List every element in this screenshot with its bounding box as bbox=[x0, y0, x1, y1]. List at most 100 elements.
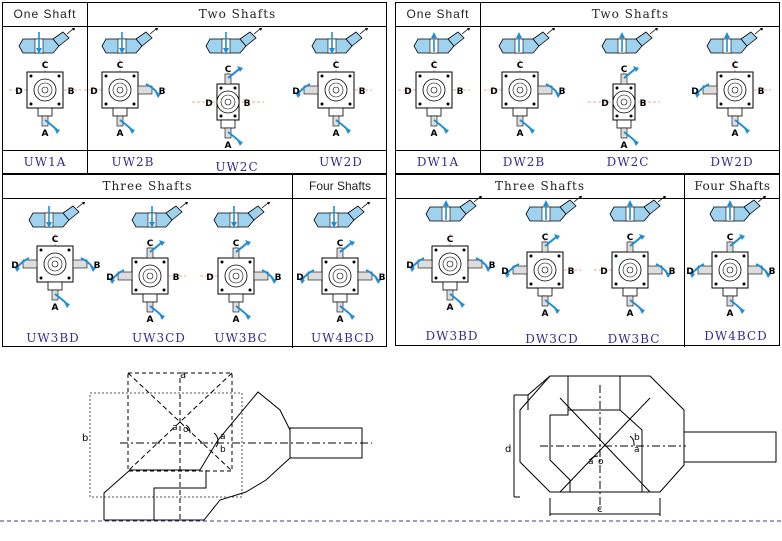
dw-four-shafts-header: Four Shafts bbox=[685, 175, 780, 199]
shaft-label-b: B bbox=[568, 267, 575, 277]
dim-label-o-right: o bbox=[598, 457, 604, 467]
shaft-label-d: D bbox=[106, 273, 113, 283]
divider bbox=[87, 3, 88, 175]
shaft-label-c: C bbox=[147, 239, 154, 249]
shaft-label-b: B bbox=[159, 87, 166, 97]
shaft-label-b: B bbox=[94, 261, 101, 271]
dw-three-shafts-header: Three Shafts bbox=[396, 175, 684, 199]
motion-symbol-7 bbox=[313, 202, 370, 228]
shaft-label-d: D bbox=[600, 267, 607, 277]
dim-label-c: c bbox=[597, 504, 603, 515]
shaft-label-a: A bbox=[333, 129, 340, 139]
motion-symbol-8 bbox=[413, 28, 470, 54]
shaft-label-b: B bbox=[640, 99, 647, 109]
shaft-label-a: A bbox=[233, 315, 240, 325]
divider bbox=[292, 175, 293, 348]
shaft-label-b: B bbox=[68, 87, 75, 97]
motion-symbol-1 bbox=[101, 28, 158, 54]
uw-one-shaft-header: One Shaft bbox=[3, 3, 87, 27]
shaft-label-c: C bbox=[517, 61, 524, 71]
shaft-label-d: D bbox=[406, 261, 413, 271]
shaft-label-a: A bbox=[447, 303, 454, 313]
shaft-label-b: B bbox=[457, 87, 464, 97]
shaft-label-d: D bbox=[205, 99, 212, 109]
motion-symbol-0 bbox=[18, 28, 75, 54]
motion-symbol-5 bbox=[131, 202, 188, 228]
motion-symbol-9 bbox=[498, 28, 555, 54]
shaft-label-c: C bbox=[233, 239, 240, 249]
shaft-label-c: C bbox=[337, 239, 344, 249]
shaft-label-b: B bbox=[559, 87, 566, 97]
motion-symbol-13 bbox=[525, 196, 582, 222]
gearbox-3: A C B D bbox=[292, 60, 372, 139]
dim-label-b-right: b bbox=[634, 433, 640, 443]
code-uw4bcd: UW4BCD bbox=[311, 331, 375, 345]
shaft-label-d: D bbox=[292, 87, 299, 97]
left-dimension-drawing bbox=[89, 372, 372, 521]
motion-symbol-3 bbox=[311, 28, 368, 54]
dim-label-a-right: a bbox=[588, 457, 594, 467]
shaft-label-b: B bbox=[275, 273, 282, 283]
dw-two-shafts-header: Two Shafts bbox=[481, 3, 780, 27]
shaft-label-c: C bbox=[42, 61, 49, 71]
shaft-label-a: A bbox=[732, 129, 739, 139]
motion-symbol-6 bbox=[213, 202, 270, 228]
dim-label-a2: a bbox=[220, 432, 226, 442]
shaft-label-c: C bbox=[732, 61, 739, 71]
shaft-label-d: D bbox=[15, 87, 22, 97]
shaft-label-a: A bbox=[542, 309, 549, 319]
shaft-label-c: C bbox=[117, 61, 124, 71]
shaft-label-c: C bbox=[621, 65, 628, 75]
motion-symbol-2 bbox=[205, 28, 262, 54]
uw-three-shafts-header: Three Shafts bbox=[3, 175, 292, 199]
shaft-label-d: D bbox=[490, 87, 497, 97]
motion-symbol-4 bbox=[28, 202, 85, 228]
shaft-label-c: C bbox=[333, 61, 340, 71]
shaft-label-a: A bbox=[431, 129, 438, 139]
shaft-label-c: C bbox=[447, 235, 454, 245]
dim-label-d: d bbox=[505, 444, 511, 455]
code-uw3bc: UW3BC bbox=[214, 331, 268, 345]
shaft-label-b: B bbox=[244, 99, 251, 109]
code-uw1a: UW1A bbox=[23, 155, 67, 169]
shaft-label-c: C bbox=[542, 233, 549, 243]
dim-label-b: b bbox=[82, 433, 88, 444]
code-uw2d: UW2D bbox=[319, 155, 363, 169]
shaft-label-a: A bbox=[337, 315, 344, 325]
divider bbox=[684, 175, 685, 347]
shaft-label-a: A bbox=[727, 309, 734, 319]
shaft-label-d: D bbox=[601, 99, 608, 109]
code-uw2b: UW2B bbox=[111, 155, 155, 169]
shaft-label-c: C bbox=[627, 233, 634, 243]
shaft-label-a: A bbox=[52, 303, 59, 313]
code-dw4bcd: DW4BCD bbox=[704, 329, 768, 343]
dim-label-a: a bbox=[180, 370, 186, 381]
dim-label-b1: b bbox=[220, 445, 226, 455]
motion-symbol-10 bbox=[601, 28, 658, 54]
code-dw1a: DW1A bbox=[416, 155, 460, 169]
right-dimension-drawing bbox=[513, 375, 777, 516]
dim-label-o: o bbox=[183, 425, 189, 435]
shaft-label-a: A bbox=[627, 309, 634, 319]
divider bbox=[480, 3, 481, 175]
code-uw3bd: UW3BD bbox=[26, 331, 80, 345]
shaft-label-d: D bbox=[206, 273, 213, 283]
code-uw3cd: UW3CD bbox=[132, 331, 186, 345]
shaft-label-b: B bbox=[359, 87, 366, 97]
dw-one-shaft-header: One Shaft bbox=[396, 3, 480, 27]
uw-two-shafts-header: Two Shafts bbox=[88, 3, 387, 27]
motion-symbol-12 bbox=[425, 196, 482, 222]
code-dw2b: DW2B bbox=[502, 155, 546, 169]
shaft-label-a: A bbox=[225, 141, 232, 151]
code-dw2c: DW2C bbox=[606, 155, 650, 169]
